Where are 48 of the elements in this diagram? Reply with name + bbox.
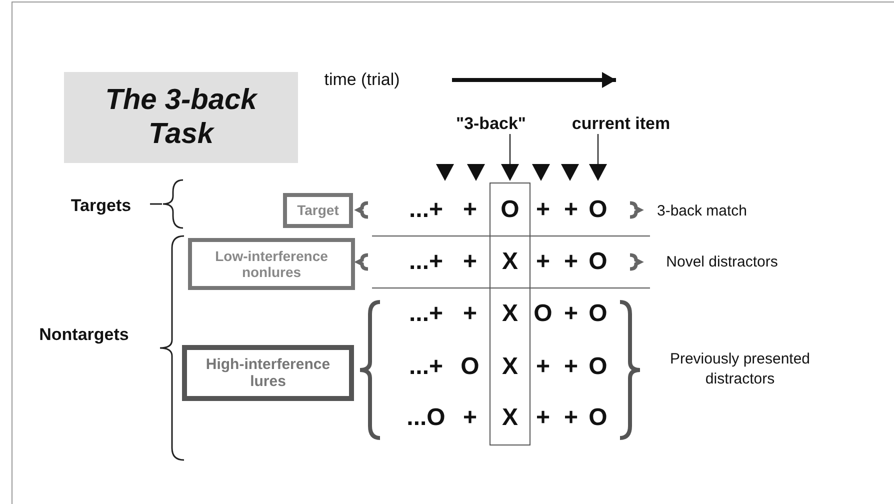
sequence-item: O (534, 300, 552, 328)
row-description: Novel distractors (666, 254, 778, 270)
sequence-item: O (460, 353, 480, 381)
sequence-item: ...O (406, 404, 446, 432)
sequence-item: + (536, 353, 550, 381)
sequence-item: ...+ (408, 196, 444, 224)
row-description: Previously presented distractors (668, 350, 812, 388)
sequence-item: + (463, 404, 477, 432)
sequence-item: X (502, 353, 518, 381)
group-label: Nontargets (39, 325, 129, 345)
sequence-item: ...+ (408, 248, 444, 276)
sequence-item: ...+ (408, 353, 444, 381)
position-marker-triangle (532, 164, 550, 181)
sequence-item: X (502, 248, 518, 276)
sequence-item: O (588, 300, 608, 328)
sequence-item: X (502, 300, 518, 328)
sequence-item: + (463, 300, 477, 328)
category-box: Low-interference nonlures (188, 238, 355, 290)
sequence-item: + (564, 196, 578, 224)
position-marker-triangle (467, 164, 485, 181)
sequence-item: + (564, 404, 578, 432)
position-marker-triangle (501, 164, 519, 181)
title-box: The 3-back Task (64, 72, 298, 163)
group-label: Targets (70, 196, 132, 216)
sequence-item: O (588, 248, 608, 276)
sequence-item: O (500, 196, 520, 224)
sequence-item: O (588, 404, 608, 432)
sequence-item: + (536, 404, 550, 432)
row-description: 3-back match (656, 202, 748, 220)
sequence-item: + (536, 196, 550, 224)
category-box: Target (283, 193, 353, 228)
sequence-item: + (564, 353, 578, 381)
sequence-item: + (564, 248, 578, 276)
position-marker-triangle (589, 164, 607, 181)
sequence-item: + (536, 248, 550, 276)
sequence-item: X (502, 404, 518, 432)
category-box: High-interference lures (182, 345, 354, 401)
sequence-item: O (588, 196, 608, 224)
position-marker-triangle (436, 164, 454, 181)
pointer-label: current item (572, 114, 670, 134)
axis-label: time (trial) (324, 70, 400, 90)
sequence-item: + (463, 196, 477, 224)
pointer-label: "3-back" (456, 114, 526, 134)
sequence-item: O (588, 353, 608, 381)
sequence-item: + (564, 300, 578, 328)
position-marker-triangle (561, 164, 579, 181)
sequence-item: + (463, 248, 477, 276)
sequence-item: ...+ (408, 300, 444, 328)
